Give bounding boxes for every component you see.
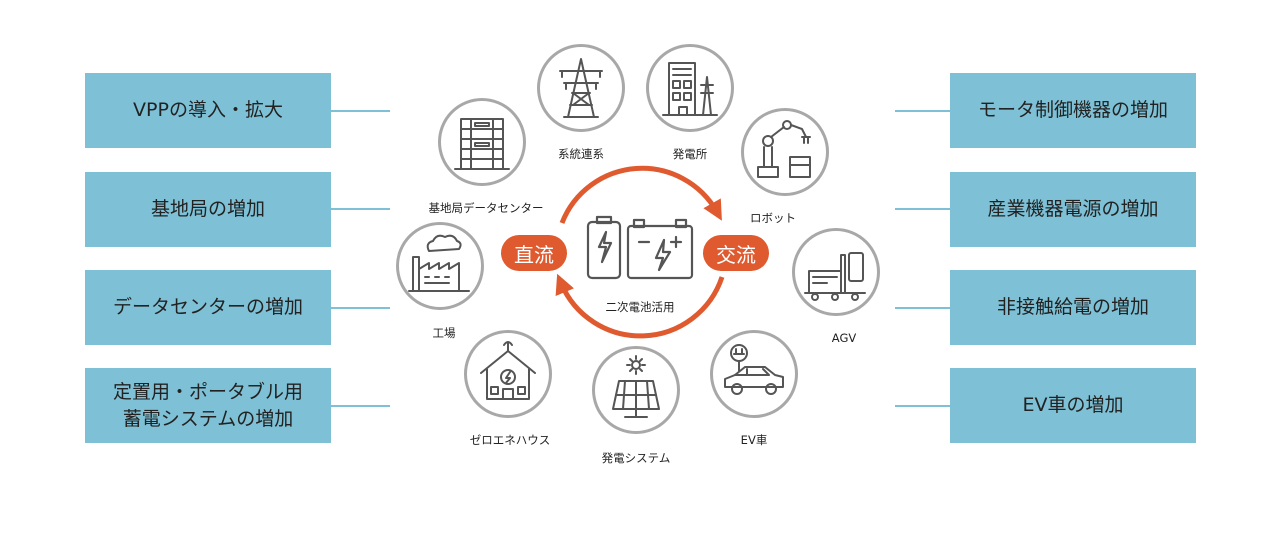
right-connector-wireless [895,307,950,309]
left-box-base-station: 基地局の増加 [85,172,331,247]
node-robot-label: ロボット [750,211,796,225]
left-box-storage: 定置用・ポータブル用 蓄電システムの増加 [85,368,331,443]
left-box-datacenter: データセンターの増加 [85,270,331,345]
node-solar-label: 発電システム [601,451,671,465]
right-connector-ev [895,405,950,407]
battery-icon [586,215,694,280]
node-agv-label: AGV [831,331,857,345]
node-zeh [464,330,552,418]
node-agv [792,228,880,316]
node-ev-label: EV車 [740,433,768,447]
right-box-wireless: 非接触給電の増加 [950,270,1196,345]
node-plant-label: 発電所 [672,147,708,161]
node-grid [537,44,625,132]
ev-car-icon [724,344,784,395]
left-box-vpp: VPPの導入・拡大 [85,73,331,148]
solar-panel-icon [612,355,660,418]
node-ev [710,330,798,418]
right-connector-motor [895,110,950,112]
right-box-industrial: 産業機器電源の増加 [950,172,1196,247]
right-box-motor: モータ制御機器の増加 [950,73,1196,148]
node-datacenter [438,98,526,186]
node-factory-label: 工場 [432,326,456,340]
node-datacenter-label: 基地局データセンター [428,201,544,215]
agv-icon [804,252,866,301]
right-box-ev: EV車の増加 [950,368,1196,443]
left-connector-storage [331,405,390,407]
robot-arm-icon [757,120,811,178]
node-solar [592,346,680,434]
left-connector-datacenter [331,307,390,309]
factory-icon [408,234,470,292]
server-building-icon [454,118,510,170]
power-tower-icon [559,58,603,118]
node-plant [646,44,734,132]
node-robot [741,108,829,196]
ac-label: 交流 [703,235,769,271]
node-grid-label: 系統連系 [558,147,604,161]
power-plant-icon [662,62,718,116]
eco-house-icon [480,341,536,400]
node-zeh-label: ゼロエネハウス [469,433,551,447]
dc-label: 直流 [501,235,567,271]
node-factory [396,222,484,310]
left-connector-base-station [331,208,390,210]
left-connector-vpp [331,110,390,112]
center-label: 二次電池活用 [605,300,675,314]
right-connector-industrial [895,208,950,210]
